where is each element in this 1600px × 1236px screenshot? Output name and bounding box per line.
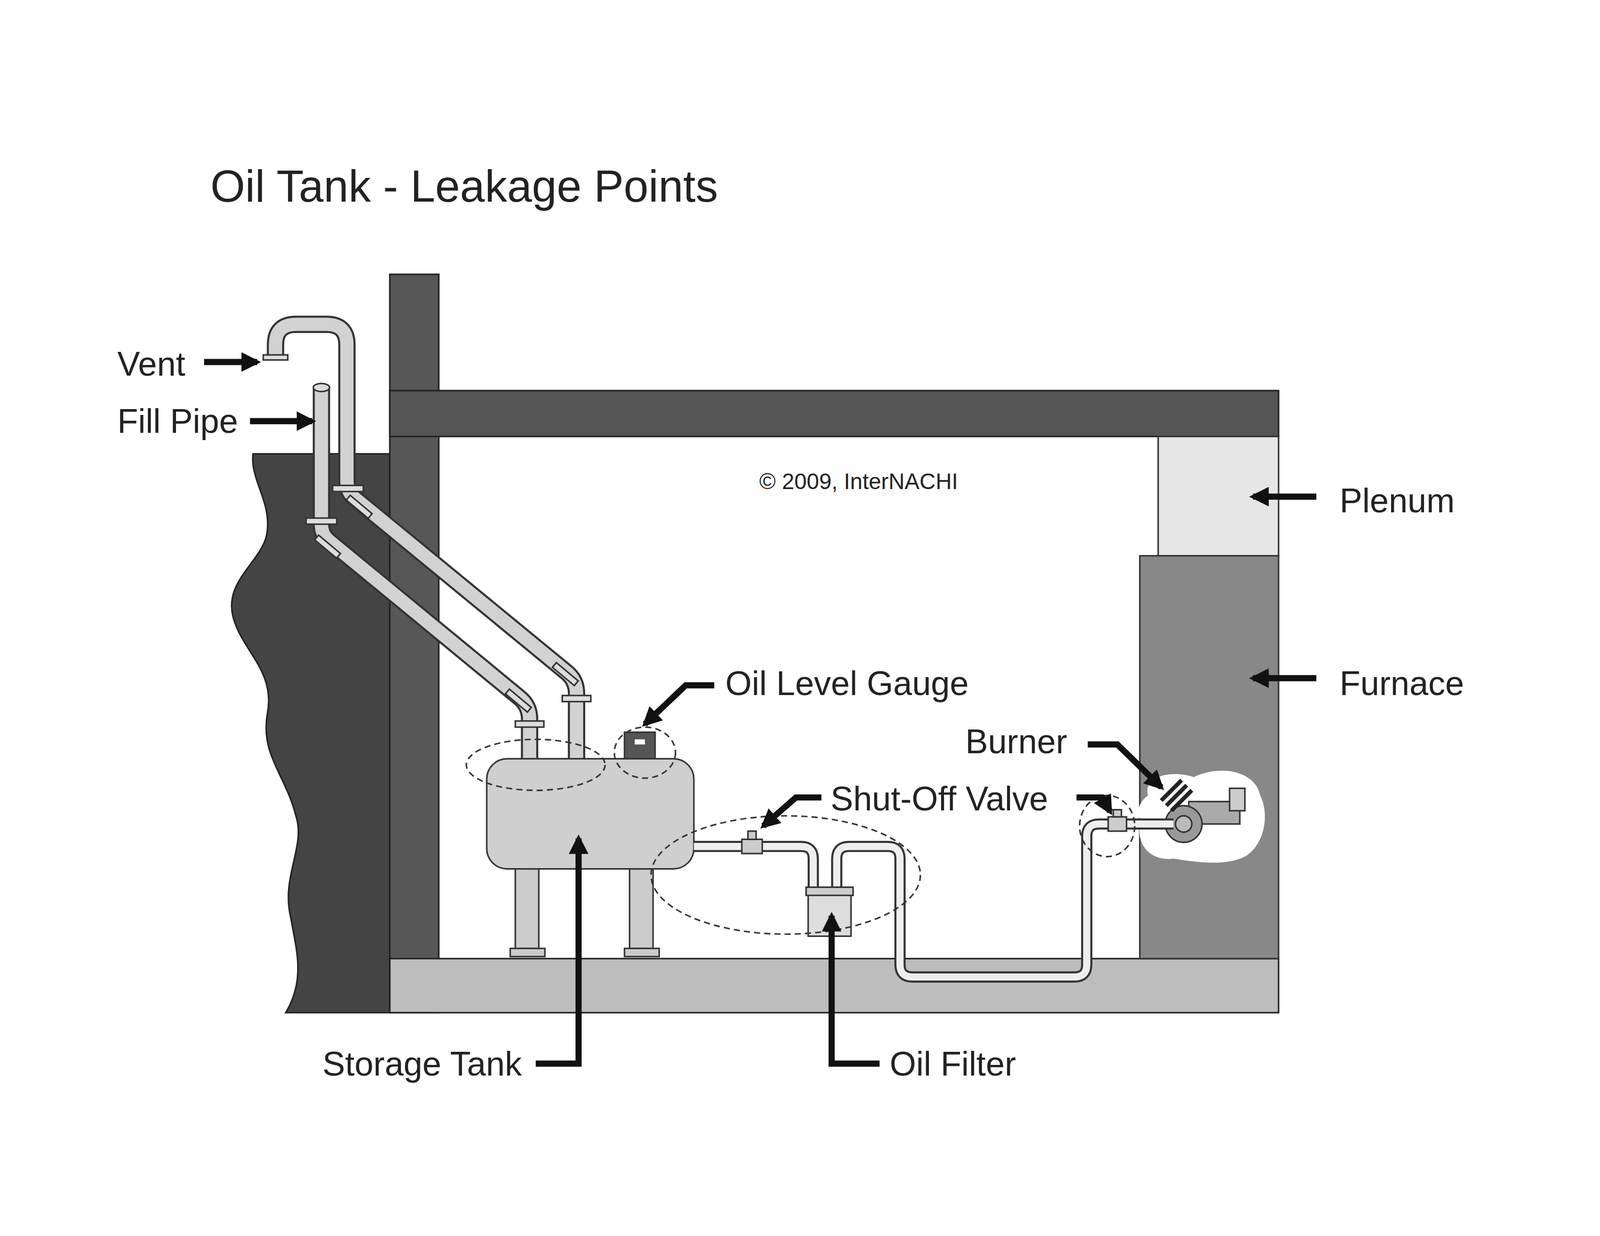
part-label: Oil Filter — [889, 1045, 1017, 1084]
part-label: Furnace — [1339, 665, 1465, 703]
burner — [1161, 780, 1246, 843]
diagram-title: Oil Tank - Leakage Points — [210, 161, 719, 211]
part-label: Burner — [965, 723, 1068, 761]
part-label: Storage Tank — [322, 1045, 522, 1084]
part-label: Shut-Off Valve — [830, 780, 1049, 818]
earth — [231, 453, 390, 1013]
fuel-line — [693, 824, 1174, 978]
part-label: Vent — [117, 345, 186, 384]
pipe-fittings — [263, 354, 592, 728]
foundation-wall — [389, 274, 439, 1013]
oil-level-gauge — [624, 732, 656, 760]
leader-arrows — [204, 362, 1317, 1065]
copyright-note: © 2009, InterNACHI — [759, 469, 959, 495]
part-label: Oil Level Gauge — [725, 665, 969, 703]
part-label: Plenum — [1339, 482, 1455, 520]
furnace — [1139, 556, 1279, 960]
storage-tank — [486, 758, 694, 957]
fill-and-vent-pipes — [275, 324, 577, 759]
part-label: Fill Pipe — [117, 402, 239, 441]
ceiling-beam — [389, 390, 1279, 437]
